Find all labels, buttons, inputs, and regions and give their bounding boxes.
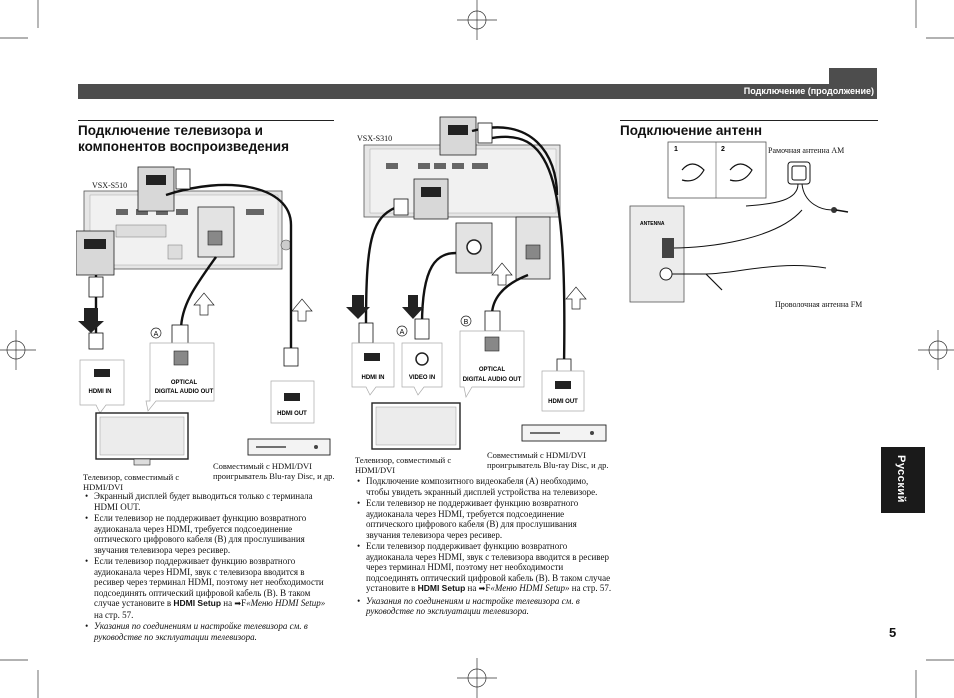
left-title-line2: компонентов воспроизведения	[78, 139, 289, 154]
am-loop-antenna-icon	[745, 161, 833, 211]
middle-note-2: Если телевизор не поддерживает функцию в…	[356, 498, 612, 540]
left-note-2: Если телевизор не поддерживает функцию в…	[84, 513, 336, 555]
menu-icon: F	[241, 598, 247, 608]
badge-b-icon-4: B	[538, 572, 545, 583]
middle-tv-caption: Телевизор, совместимый с HDMI/DVI	[355, 455, 452, 475]
receiver-panel-s510	[83, 190, 292, 270]
arrow-up-icon-2	[291, 298, 313, 322]
badge-a-icon-3: A	[528, 476, 536, 486]
badge-a-text: A	[154, 331, 159, 338]
digital-audio-out-label: DIGITAL AUDIO OUT	[155, 389, 214, 395]
left-note-4: Указания по соединениям и настройке теле…	[84, 621, 336, 642]
optical-label: OPTICAL	[171, 380, 198, 386]
left-model-label: VSX-S510	[92, 181, 128, 190]
am-antenna-label: Рамочная антенна AM	[768, 146, 845, 155]
badge-a-icon	[150, 327, 162, 339]
left-note-1: Экранный дисплей будет выводиться только…	[84, 491, 336, 512]
fm-antenna-label: Проволочная антенна FM	[775, 300, 863, 309]
middle-note-4: Указания по соединениям и настройке теле…	[356, 596, 612, 617]
left-bd-caption: Совместимый с HDMI/DVI проигрыватель Blu…	[213, 461, 335, 481]
arrow-up-icon-3	[491, 262, 513, 286]
middle-note-3: Если телевизор поддерживает функцию возв…	[356, 541, 612, 595]
badge-a-text-2: A	[400, 329, 405, 336]
tv-icon	[95, 412, 189, 466]
language-tab: Русский	[881, 447, 925, 513]
video-in-label: VIDEO IN	[409, 375, 435, 381]
arrow-right-icon-2: ➡	[478, 584, 486, 593]
optical-label-2: OPTICAL	[479, 367, 506, 373]
left-title-rule	[78, 120, 334, 121]
badge-a-icon-2	[396, 325, 408, 337]
arrow-down-icon	[78, 308, 104, 333]
digital-audio-out-label-2: DIGITAL AUDIO OUT	[463, 377, 522, 383]
antenna-panel-title: ANTENNA	[640, 221, 665, 227]
page-number: 5	[889, 625, 897, 640]
badge-b-icon-2	[460, 315, 472, 327]
middle-note-1: Подключение композитного видеокабеля (A)…	[356, 476, 612, 497]
bd-player-icon-2	[521, 424, 607, 442]
badge-b-icon-3: B	[489, 519, 496, 529]
tv-icon-2	[371, 402, 461, 450]
arrow-up-icon	[193, 292, 215, 316]
language-tab-label: Русский	[895, 455, 907, 503]
middle-notes: Подключение композитного видеокабеля (A)…	[356, 476, 612, 618]
middle-bd-caption: Совместимый с HDMI/DVI проигрыватель Blu…	[487, 450, 609, 470]
left-section-title: Подключение телевизора и компонентов вос…	[78, 123, 289, 155]
left-note-3: Если телевизор поддерживает функцию возв…	[84, 556, 336, 620]
header-title: Подключение (продолжение)	[743, 86, 874, 96]
badge-b-text-2: B	[464, 319, 469, 326]
left-title-line1: Подключение телевизора и	[78, 123, 263, 138]
step-1-label: 1	[674, 146, 678, 153]
arrow-down-icon-3	[346, 295, 370, 319]
fm-connector-icon	[831, 207, 837, 213]
header-bar	[78, 84, 877, 99]
left-connection-diagram: A HDMI IN OPTICAL DIGITAL AUDIO OUT HDMI…	[76, 166, 331, 466]
badge-b-icon: B	[217, 534, 224, 544]
arrow-up-icon-4	[565, 286, 587, 310]
arrow-right-icon: ➡	[234, 599, 242, 608]
hdmi-in-label-2: HDMI IN	[362, 375, 385, 381]
step-2-label: 2	[721, 146, 725, 153]
hdmi-out-label-2: HDMI OUT	[548, 399, 578, 405]
middle-model-label: VSX-S310	[357, 134, 393, 143]
receiver-antenna-panel	[629, 205, 685, 303]
header-tab	[829, 68, 877, 84]
bd-player-icon	[247, 438, 331, 456]
middle-connection-diagram: A B HDMI IN VIDEO IN OPTICAL DIGITAL AUD…	[346, 116, 607, 450]
menu-icon-2: F	[485, 583, 491, 593]
left-tv-caption: Телевизор, совместимый с HDMI/DVI	[83, 472, 180, 492]
right-title-rule	[620, 120, 878, 121]
antenna-diagram: 1 2 ANTENNA	[629, 141, 849, 303]
left-notes: Экранный дисплей будет выводиться только…	[84, 491, 336, 643]
right-section-title: Подключение антенн	[620, 123, 763, 138]
hdmi-in-label: HDMI IN	[89, 389, 112, 395]
arrow-down-icon-4	[402, 295, 424, 319]
badge-b-icon: B	[266, 587, 273, 598]
hdmi-out-label: HDMI OUT	[277, 411, 307, 417]
